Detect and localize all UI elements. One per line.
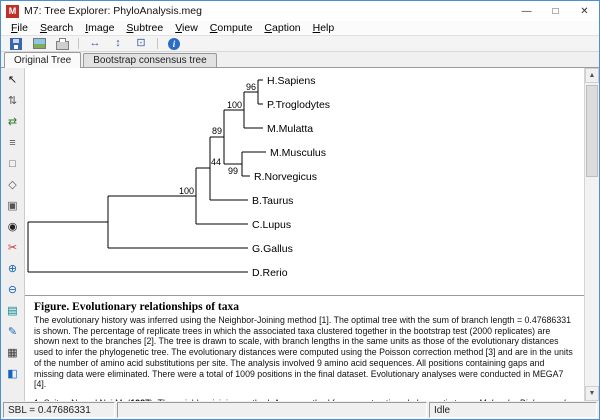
select-tool-icon[interactable]: ↖ (7, 73, 18, 86)
zoom-in-icon[interactable]: ⊕ (7, 262, 18, 275)
taxon-label[interactable]: B.Taurus (252, 195, 293, 207)
bootstrap-value: 100 (227, 100, 242, 110)
taxon-label[interactable]: P.Troglodytes (267, 99, 330, 111)
maximize-button[interactable]: □ (552, 5, 559, 17)
node-shape-icon[interactable]: ◇ (8, 178, 17, 191)
taxon-label[interactable]: M.Mulatta (267, 123, 313, 135)
bootstrap-value: 99 (228, 166, 238, 176)
menu-bar: File Search Image Subtree View Compute Caption… (1, 21, 599, 36)
caption-references: 1. Saitou N. and Nei M. (1987). The neig… (34, 398, 575, 401)
menu-item-file[interactable]: File (11, 22, 28, 34)
app-icon: M (6, 4, 19, 18)
reference: 1. Saitou N. and Nei M. (1987). The neig… (34, 398, 575, 401)
main-toolbar: ↔ ↕ ⊡ i (1, 36, 599, 52)
swap-subtree-icon[interactable]: ⇅ (7, 94, 18, 107)
taxon-label[interactable]: R.Norvegicus (254, 171, 317, 183)
frame-tool-icon[interactable]: □ (9, 157, 16, 170)
bootstrap-value: 44 (211, 157, 221, 167)
root-tool-icon[interactable]: ◉ (7, 220, 18, 233)
zoom-out-icon[interactable]: ⊖ (7, 283, 18, 296)
taxon-label[interactable]: M.Musculus (270, 147, 326, 159)
save-icon (10, 37, 22, 50)
fit-to-screen-icon: ⊡ (136, 37, 146, 49)
window-controls: — □ ✕ (512, 1, 599, 21)
caption-title: Figure. Evolutionary relationships of ta… (34, 301, 239, 313)
resize-height-button[interactable]: ↕ (108, 36, 128, 51)
scrollbar-thumb[interactable] (586, 85, 598, 177)
status-message (117, 402, 427, 418)
info-icon: i (168, 37, 180, 50)
tab-original-tree[interactable]: Original Tree (4, 52, 82, 68)
status-bar: SBL = 0.47686331 Idle (1, 401, 599, 419)
export-image-button[interactable] (29, 36, 49, 51)
status-state: Idle (429, 402, 597, 418)
menu-item-help[interactable]: Help (312, 22, 335, 34)
caption-body: The evolutionary history was inferred us… (34, 315, 573, 390)
horizontal-resize-icon: ↔ (89, 37, 101, 49)
toolbar-separator (157, 38, 158, 49)
grid-tool-icon[interactable]: ▦ (7, 346, 18, 359)
taxon-label[interactable]: D.Rerio (252, 267, 288, 279)
scrollbar-track[interactable] (585, 83, 599, 386)
vertical-resize-icon: ↕ (115, 37, 121, 49)
toolbar-separator (78, 38, 79, 49)
info-button[interactable]: i (164, 36, 184, 51)
minimize-button[interactable]: — (521, 5, 532, 17)
menu-item-view[interactable]: View (175, 22, 198, 34)
window-title: M7: Tree Explorer: PhyloAnalysis.meg (24, 5, 202, 17)
menu-item-image[interactable]: Image (85, 22, 115, 34)
bootstrap-value: 96 (246, 82, 256, 92)
layout-tool-icon[interactable]: ▤ (7, 304, 18, 317)
phylogenetic-tree: H.SapiensP.TroglodytesM.MulattaM.Musculu… (27, 75, 330, 279)
menu-item-compute[interactable]: Compute (209, 22, 253, 34)
cut-subtree-icon[interactable]: ✂ (7, 241, 18, 254)
app-icon-letter: M (8, 6, 17, 16)
caption-panel: Figure. Evolutionary relationships of ta… (25, 295, 584, 401)
bootstrap-value: 89 (212, 126, 222, 136)
menu-item-subtree[interactable]: Subtree (126, 22, 164, 34)
scroll-down-arrow-icon[interactable]: ▼ (585, 386, 599, 401)
bootstrap-value: 100 (179, 186, 194, 196)
taxon-label[interactable]: H.Sapiens (267, 75, 315, 87)
fit-tree-button[interactable]: ⊡ (131, 36, 151, 51)
printer-icon (55, 37, 69, 50)
panel-tool-icon[interactable]: ◧ (7, 367, 18, 380)
tree-tools-sidebar: ↖ ⇅ ⇄ ≡ □ ◇ ▣ ◉ ✂ ⊕ ⊖ ▤ ✎ ▦ ◧ (1, 68, 25, 401)
tab-bootstrap-consensus-tree[interactable]: Bootstrap consensus tree (83, 53, 217, 67)
fill-tool-icon[interactable]: ▣ (7, 199, 18, 212)
flip-subtree-icon[interactable]: ⇄ (7, 115, 18, 128)
status-sbl: SBL = 0.47686331 (3, 402, 115, 418)
menu-item-caption[interactable]: Caption (264, 22, 301, 34)
save-button[interactable] (6, 36, 26, 51)
print-button[interactable] (52, 36, 72, 51)
topology-tool-icon[interactable]: ≡ (9, 136, 16, 149)
resize-width-button[interactable]: ↔ (85, 36, 105, 51)
title-bar: M M7: Tree Explorer: PhyloAnalysis.meg —… (1, 1, 599, 21)
menu-item-search[interactable]: Search (39, 22, 74, 34)
vertical-scrollbar[interactable]: ▲ ▼ (584, 68, 599, 401)
edit-tool-icon[interactable]: ✎ (7, 325, 18, 338)
close-button[interactable]: ✕ (580, 5, 589, 17)
image-icon (32, 38, 46, 49)
scroll-up-arrow-icon[interactable]: ▲ (585, 68, 599, 83)
taxon-label[interactable]: C.Lupus (252, 219, 291, 231)
taxon-label[interactable]: G.Gallus (252, 243, 293, 255)
